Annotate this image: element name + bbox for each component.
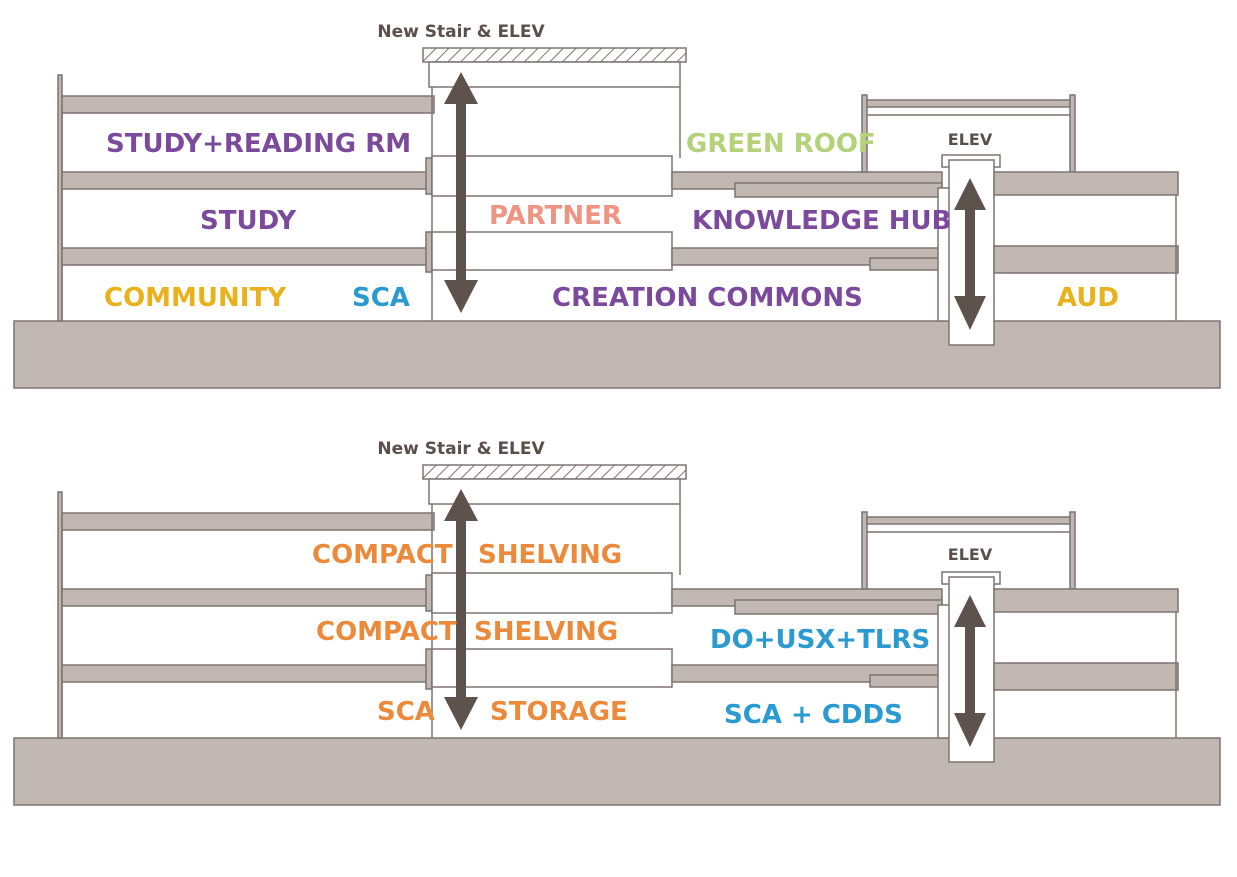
elev-caption: ELEV <box>948 130 993 149</box>
right-wing <box>993 171 1179 321</box>
stair-arrow <box>444 489 478 730</box>
label-compact-upper: COMPACT <box>312 540 453 570</box>
label-aud: AUD <box>1057 283 1119 313</box>
label-do-usx-tlrs: DO+USX+TLRS <box>710 625 930 655</box>
stair-roof-hatch <box>422 47 687 63</box>
label-shelving-upper: SHELVING <box>478 540 622 570</box>
penthouse <box>861 511 1076 590</box>
label-partner: PARTNER <box>489 201 622 231</box>
stair-caption: New Stair & ELEV <box>377 439 545 459</box>
label-storage: STORAGE <box>490 697 628 727</box>
elevator-arrow <box>954 595 986 747</box>
label-shelving-middle: SHELVING <box>474 617 618 647</box>
label-creation-commons: CREATION COMMONS <box>552 283 863 313</box>
label-compact-middle: COMPACT <box>316 617 457 647</box>
section-bottom: New Stair & ELEV ELEV COMPACT SHELVING C… <box>13 439 1221 806</box>
label-sca: SCA <box>352 283 410 313</box>
label-study-reading: STUDY+READING RM <box>106 129 411 159</box>
middle-wing <box>671 588 951 739</box>
stair-caption: New Stair & ELEV <box>377 22 545 42</box>
stair-roof-hatch <box>422 464 687 480</box>
elev-caption: ELEV <box>948 545 993 564</box>
label-sca-lower: SCA <box>377 697 435 727</box>
stair-tower <box>422 464 687 738</box>
middle-wing <box>671 171 951 322</box>
label-green-roof: GREEN ROOF <box>686 129 876 159</box>
elevator-arrow <box>954 178 986 330</box>
label-study: STUDY <box>200 206 297 236</box>
penthouse <box>861 94 1076 173</box>
ground-slab <box>13 737 1221 806</box>
stair-arrow <box>444 72 478 313</box>
stair-tower <box>422 47 687 321</box>
label-community: COMMUNITY <box>104 283 287 313</box>
right-wing <box>993 588 1179 738</box>
label-knowledge-hub: KNOWLEDGE HUB <box>692 206 951 236</box>
left-wing <box>57 491 435 739</box>
section-top: New Stair & ELEV ELEV STUDY+READING RM G… <box>13 22 1221 389</box>
ground-slab <box>13 320 1221 389</box>
label-sca-cdds: SCA + CDDS <box>724 700 903 730</box>
